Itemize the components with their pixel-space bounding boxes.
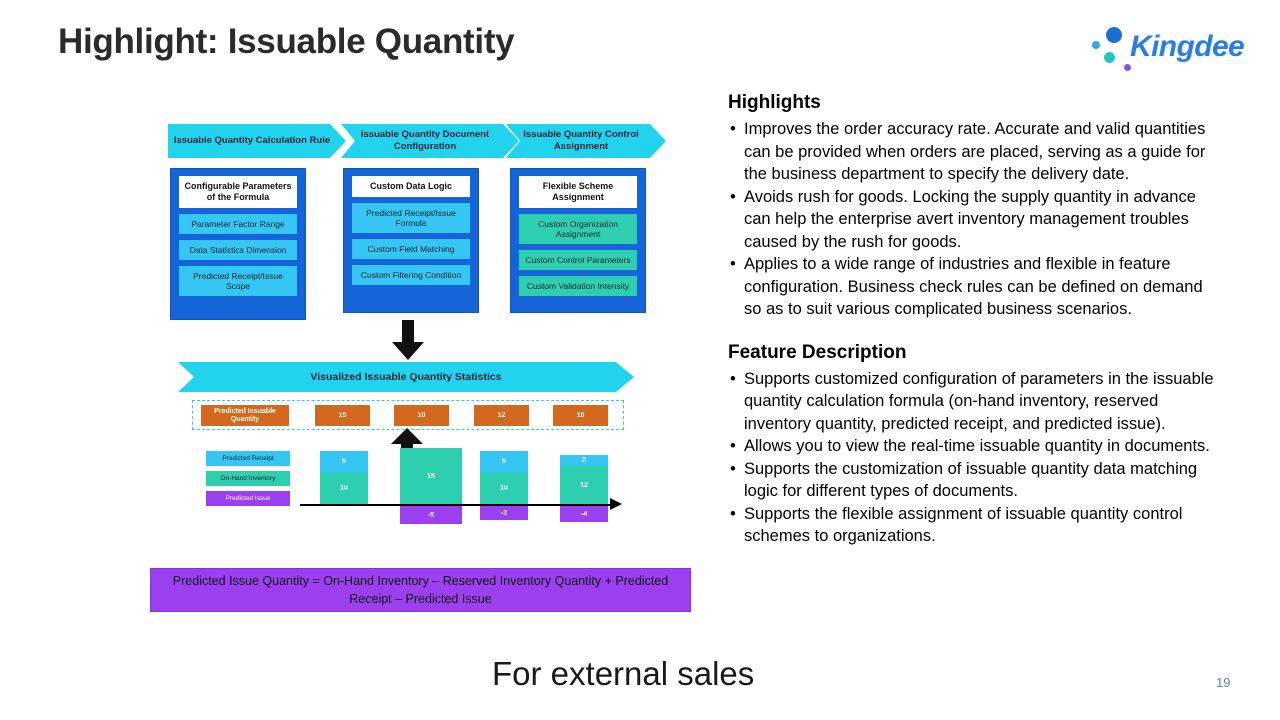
chart-axis-line: [300, 504, 612, 506]
up-arrow-icon: [391, 428, 423, 460]
highlight-item: Improves the order accuracy rate. Accura…: [728, 118, 1218, 186]
chart-axis-arrow-icon: [610, 498, 622, 510]
watermark-text: For external sales: [492, 655, 755, 692]
stage-banner-1: Issuable Quantity Calculation Rule: [168, 124, 346, 158]
page-title: Highlight: Issuable Quantity: [58, 22, 515, 61]
panel-2-item-1: Predicted Receipt/Issue Formula: [352, 203, 470, 233]
logo-dot-blue-icon: [1106, 27, 1122, 43]
content-column: Highlights Improves the order accuracy r…: [728, 92, 1218, 548]
panel-3-item-3: Custom Validation Intensity: [519, 276, 637, 296]
highlight-item: Applies to a wide range of industries an…: [728, 253, 1218, 321]
panel-1-heading: Configurable Parameters of the Formula: [179, 176, 297, 208]
panel-1-item-3: Predicted Receipt/Issue Scope: [179, 266, 297, 296]
panel-2-item-3: Custom Filtering Condition: [352, 265, 470, 285]
bar-3-receipt: 5: [480, 451, 528, 472]
logo-dot-purple-icon: [1124, 64, 1131, 71]
formula-callout: Predicted Issue Quantity = On-Hand Inven…: [150, 568, 691, 612]
panel-document-configuration: Custom Data Logic Predicted Receipt/Issu…: [343, 168, 479, 313]
bar-2-onhand: 15: [400, 448, 462, 504]
process-diagram: Issuable Quantity Calculation Rule Issua…: [150, 0, 691, 612]
logo-dot-teal-icon: [1104, 52, 1115, 63]
bar-3-onhand: 10: [480, 472, 528, 504]
legend-on-hand-inventory: On-Hand Inventory: [206, 471, 290, 486]
bar-3-issue: -3: [480, 506, 528, 520]
result-row-label: Predicted Issuable Quantity: [201, 405, 289, 426]
kingdee-logo: Kingdee: [1088, 22, 1245, 74]
feature-item: Allows you to view the real-time issuabl…: [728, 435, 1218, 458]
page-number: 19: [1216, 675, 1231, 690]
stage-banner-2: Issuable Quantity Document Configuration: [341, 124, 519, 158]
bar-4-issue: -4: [560, 506, 608, 522]
legend-predicted-issue: Predicted Issue: [206, 491, 290, 506]
result-value-4: 10: [553, 405, 608, 426]
feature-description-heading: Feature Description: [728, 341, 907, 363]
down-arrow-icon: [392, 320, 424, 360]
stage-banner-3: Issuable Quantity Control Assignment: [506, 124, 666, 158]
result-value-2: 10: [394, 405, 449, 426]
highlight-item: Avoids rush for goods. Locking the suppl…: [728, 186, 1218, 254]
panel-1-item-1: Parameter Factor Range: [179, 214, 297, 234]
bar-1-onhand: 10: [320, 472, 368, 504]
highlights-heading: Highlights: [728, 92, 821, 113]
bar-1-receipt: 5: [320, 451, 368, 472]
stacked-bar-chart: 5 10 15 -5 5 10 -3 2 12 -4: [300, 440, 630, 530]
panel-1-item-2: Data Statistics Dimension: [179, 240, 297, 260]
logo-dot-cyan-icon: [1092, 41, 1100, 49]
feature-item: Supports the customization of issuable q…: [728, 458, 1218, 503]
panel-2-heading: Custom Data Logic: [352, 176, 470, 197]
result-value-1: 15: [315, 405, 370, 426]
panel-3-item-2: Custom Control Parameters: [519, 250, 637, 270]
legend-predicted-receipt: Predicted Receipt: [206, 451, 290, 466]
panel-3-item-1: Custom Organization Assignment: [519, 214, 637, 244]
feature-description-list: Supports customized configuration of par…: [728, 368, 1218, 548]
bar-4-onhand: 12: [560, 466, 608, 504]
visualized-statistics-banner: Visualized Issuable Quantity Statistics: [178, 362, 634, 392]
panel-2-item-2: Custom Field Matching: [352, 239, 470, 259]
bar-4-receipt: 2: [560, 455, 608, 466]
result-value-3: 12: [474, 405, 529, 426]
highlights-list: Improves the order accuracy rate. Accura…: [728, 118, 1218, 321]
brand-name: Kingdee: [1130, 30, 1245, 63]
bar-2-issue: -5: [400, 506, 462, 524]
panel-calculation-rule: Configurable Parameters of the Formula P…: [170, 168, 306, 320]
panel-3-heading: Flexible Scheme Assignment: [519, 176, 637, 208]
feature-item: Supports the flexible assignment of issu…: [728, 503, 1218, 548]
feature-item: Supports customized configuration of par…: [728, 368, 1218, 436]
panel-control-assignment: Flexible Scheme Assignment Custom Organi…: [510, 168, 646, 313]
predicted-issuable-quantity-row: Predicted Issuable Quantity 15 10 12 10: [192, 400, 624, 430]
